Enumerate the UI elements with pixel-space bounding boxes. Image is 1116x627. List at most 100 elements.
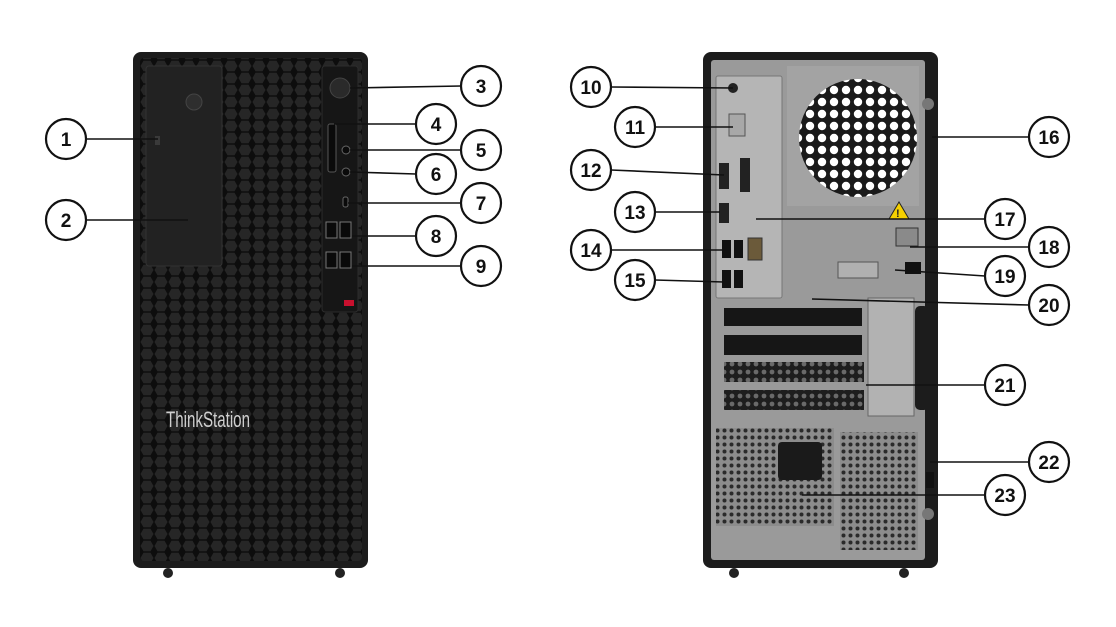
thumbscrew-top [922,98,934,110]
expansion-slot-3 [724,362,864,382]
gpu-bracket [867,297,915,417]
callout-circle-12 [569,148,613,192]
callout-circle-9 [459,244,503,288]
callout-circle-6 [414,152,458,196]
callout-label-16: 16 [1038,128,1059,149]
front-usb-c-port [342,196,349,208]
callout-label-13: 13 [624,203,645,224]
callout-leader-19 [894,269,986,277]
front-view: ThinkStation [133,52,368,578]
displayport-2 [719,203,729,223]
callout-label-20: 20 [1038,296,1059,317]
rear-foot-right [899,568,909,578]
callout-leader-12 [610,169,725,176]
microphone-jack [341,167,351,177]
drive-indicator [155,136,160,145]
callout-circle-5 [459,128,503,172]
displayport-1 [740,158,750,192]
rear-usb-port-3 [722,270,731,288]
callout-circle-14 [569,228,613,272]
callout-label-1: 1 [61,130,72,151]
callout-circle-19 [983,254,1027,298]
side-handle [915,306,929,410]
thumbscrew-bottom [922,508,934,520]
expansion-slot-2 [724,335,862,355]
front-usb-a-port-4 [339,251,352,269]
callout-circle-3 [459,64,503,108]
callout-circle-20 [1027,283,1071,327]
callout-label-14: 14 [580,241,602,262]
callout-label-8: 8 [431,227,442,248]
callout-circle-7 [459,181,503,225]
front-io-strip [321,65,359,313]
callout-label-21: 21 [994,376,1016,397]
power-cord-connector [778,442,822,480]
rear-usb-port-2 [734,240,743,258]
expansion-slot-4 [724,390,864,410]
callout-circle-21 [983,363,1027,407]
callout-label-22: 22 [1038,453,1059,474]
callout-label-15: 15 [624,271,646,292]
warning-mark: ! [896,208,900,220]
callout-circle-17 [983,197,1027,241]
front-usb-a-port-2 [339,221,352,239]
callout-label-23: 23 [994,486,1015,507]
front-foot-right [335,568,345,578]
callout-label-2: 2 [61,211,72,232]
front-foot-left [163,568,173,578]
cable-lock-slot [926,472,934,488]
callout-leader-6 [349,171,417,175]
drive-eject-icon [185,93,203,111]
callout-circle-18 [1027,225,1071,269]
callout-label-18: 18 [1038,238,1059,259]
callout-label-17: 17 [994,210,1015,231]
hdmi-port [719,163,729,189]
callout-leader-10 [610,86,734,89]
callout-label-19: 19 [994,267,1015,288]
callout-circle-4 [414,102,458,146]
callout-label-9: 9 [476,257,487,278]
padlock-loop [895,227,919,247]
callout-label-5: 5 [476,141,487,162]
callout-label-4: 4 [431,115,442,136]
callout-circle-2 [44,198,88,242]
callout-circle-10 [569,65,613,109]
callout-circle-1 [44,117,88,161]
callout-label-7: 7 [476,194,487,215]
serial-connector [728,113,746,137]
front-usb-a-port-1 [325,221,338,239]
power-connector-port [837,261,879,279]
front-usb-a-port-3 [325,251,338,269]
ethernet-port [747,237,763,261]
callout-circle-13 [613,190,657,234]
red-logo-icon [344,300,354,306]
psu-vent [840,432,918,550]
fan-grille [799,79,917,197]
callout-label-6: 6 [431,165,442,186]
callout-label-12: 12 [580,161,601,182]
rear-foot-left [729,568,739,578]
callout-leader-15 [654,279,725,283]
callout-label-3: 3 [476,77,487,98]
callout-leader-20 [811,298,1030,306]
callout-circle-8 [414,214,458,258]
callout-label-11: 11 [625,118,646,139]
callout-leader-3 [349,85,462,89]
power-button [329,77,351,99]
card-reader-slot [327,123,337,173]
callout-circle-16 [1027,115,1071,159]
callout-circle-23 [983,473,1027,517]
brand-text: ThinkStation [166,407,250,432]
rear-usb-port-4 [734,270,743,288]
rear-view: ! [703,52,938,578]
rear-usb-port-1 [722,240,731,258]
callout-circle-11 [613,105,657,149]
callout-label-10: 10 [580,78,601,99]
callout-circle-22 [1027,440,1071,484]
optical-drive-bay [145,65,223,267]
headset-jack [341,145,351,155]
callout-circle-15 [613,258,657,302]
expansion-slot-1 [724,308,862,326]
